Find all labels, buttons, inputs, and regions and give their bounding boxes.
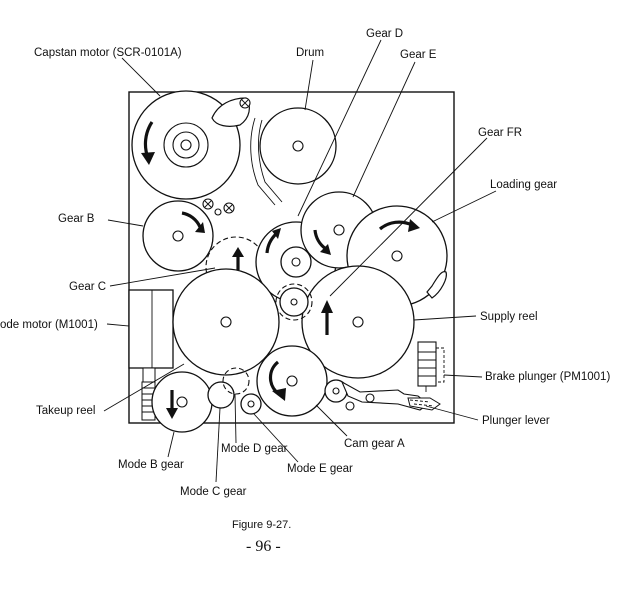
mode-c-gear xyxy=(207,381,235,409)
gear-fr xyxy=(275,283,313,321)
label-gear-c: Gear C xyxy=(69,281,106,293)
label-mode-d-gear: Mode D gear xyxy=(221,443,288,455)
supply-reel xyxy=(301,265,415,379)
label-gear-b: Gear B xyxy=(58,213,95,225)
label-plunger-lever: Plunger lever xyxy=(482,415,550,427)
mode-motor-body xyxy=(128,289,174,421)
drum xyxy=(259,107,337,185)
label-capstan-motor: Capstan motor (SCR-0101A) xyxy=(34,47,182,59)
mode-d-gear xyxy=(222,367,250,395)
label-brake-plunger: Brake plunger (PM1001) xyxy=(485,371,610,383)
label-takeup-reel: Takeup reel xyxy=(36,405,95,417)
capstan-motor xyxy=(131,90,251,200)
leader-lines xyxy=(103,39,497,483)
cam-gear-a xyxy=(256,345,328,417)
gear-b xyxy=(142,200,214,272)
label-loading-gear: Loading gear xyxy=(490,179,557,191)
label-drum: Drum xyxy=(296,47,324,59)
label-gear-e: Gear E xyxy=(400,49,437,61)
mode-b-gear xyxy=(151,371,213,433)
label-mode-motor: ode motor (M1001) xyxy=(0,319,98,331)
takeup-reel xyxy=(172,268,280,376)
brake-plunger xyxy=(417,341,445,392)
label-mode-e-gear: Mode E gear xyxy=(287,463,353,475)
mode-e-gear xyxy=(240,393,262,415)
figure-caption: Figure 9-27. xyxy=(232,519,291,531)
page-number: - 96 - xyxy=(246,538,281,555)
screws xyxy=(202,198,235,216)
plunger-lever xyxy=(324,379,441,411)
label-cam-gear-a: Cam gear A xyxy=(344,438,405,450)
label-mode-b-gear: Mode B gear xyxy=(118,459,184,471)
label-mode-c-gear: Mode C gear xyxy=(180,486,247,498)
label-supply-reel: Supply reel xyxy=(480,311,538,323)
label-gear-fr: Gear FR xyxy=(478,127,522,139)
label-gear-d: Gear D xyxy=(366,28,403,40)
